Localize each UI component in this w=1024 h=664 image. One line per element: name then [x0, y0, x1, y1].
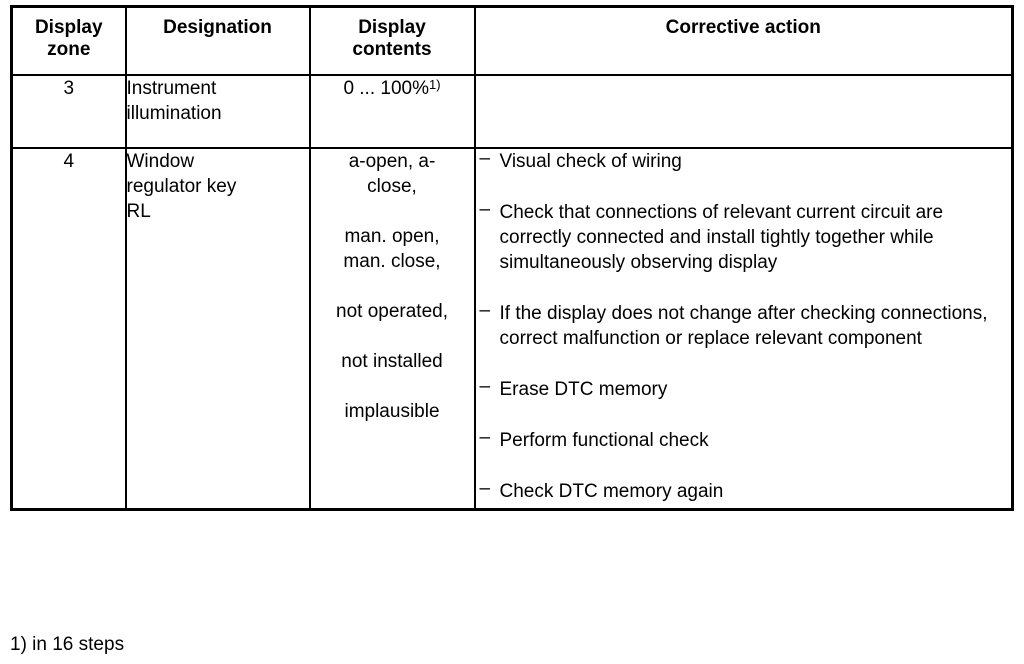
list-item: –If the display does not change after ch…	[476, 299, 1012, 351]
column-header-designation: Designation	[124, 5, 311, 76]
list-item: –Visual check of wiring	[476, 147, 1012, 174]
dash-bullet-icon: –	[479, 299, 491, 321]
dash-bullet-icon: –	[479, 477, 491, 499]
display-contents-line: a-open, a-	[348, 150, 436, 172]
display-contents-line: not operated,	[336, 300, 448, 322]
cell-corrective-action-empty	[473, 73, 1014, 149]
list-item: –Erase DTC memory	[476, 375, 1012, 402]
dash-bullet-icon: –	[479, 426, 491, 448]
table-row: 3 Instrument illumination 0 ... 100%1)	[10, 73, 1014, 149]
column-header-corrective-action-line-1: Corrective action	[665, 17, 821, 38]
display-contents-line: 0 ... 100%1)	[311, 76, 474, 102]
designation-line: illumination	[126, 102, 222, 124]
display-contents-line: implausible	[344, 400, 440, 422]
table-row: 4 Window regulator key RL a-open, a- clo…	[10, 146, 1014, 510]
display-contents-line: close,	[367, 175, 417, 197]
cell-display-zone: 4	[10, 146, 127, 510]
table-footnote: 1) in 16 steps	[10, 634, 125, 655]
table-body: 3 Instrument illumination 0 ... 100%1) 4…	[10, 73, 1014, 510]
list-item-text: Check that connections of relevant curre…	[499, 201, 944, 273]
list-item: –Check that connections of relevant curr…	[476, 198, 1012, 275]
header-row: Display zone Designation Display content…	[10, 5, 1014, 76]
column-header-display-contents-line-1: Display	[358, 17, 426, 38]
display-contents-value: 0 ... 100%	[343, 77, 429, 99]
list-item-text: Visual check of wiring	[499, 150, 682, 172]
column-header-display-zone-line-2: zone	[47, 39, 91, 60]
column-header-corrective-action: Corrective action	[473, 5, 1014, 76]
cell-display-zone: 3	[10, 73, 127, 149]
table-header: Display zone Designation Display content…	[10, 5, 1014, 76]
dash-bullet-icon: –	[479, 198, 491, 220]
cell-designation: Window regulator key RL	[124, 146, 311, 510]
column-header-display-zone: Display zone	[10, 5, 127, 76]
list-item: –Perform functional check	[476, 426, 1012, 453]
list-item-text: If the display does not change after che…	[499, 302, 988, 349]
designation-line: RL	[126, 200, 151, 222]
column-header-display-contents-line-2: contents	[352, 39, 432, 60]
display-contents-line: man. open,	[344, 225, 440, 247]
list-item: –Check DTC memory again	[476, 477, 1012, 504]
cell-corrective-action: –Visual check of wiring –Check that conn…	[473, 146, 1014, 510]
dash-bullet-icon: –	[479, 147, 491, 169]
cell-display-contents: a-open, a- close, man. open, man. close,…	[308, 146, 476, 510]
cell-designation: Instrument illumination	[124, 73, 311, 149]
display-contents-line: man. close,	[343, 250, 441, 272]
dash-bullet-icon: –	[479, 375, 491, 397]
designation-line: Window	[126, 150, 195, 172]
designation-line: regulator key	[126, 175, 237, 197]
spacer	[311, 324, 474, 349]
column-header-designation-line-1: Designation	[163, 17, 272, 38]
display-zone-table: Display zone Designation Display content…	[10, 5, 1014, 511]
spacer	[311, 374, 474, 399]
footnote-marker: 1)	[429, 76, 441, 92]
list-item-text: Erase DTC memory	[499, 378, 668, 400]
corrective-action-list: –Visual check of wiring –Check that conn…	[476, 147, 1012, 504]
column-header-display-zone-line-1: Display	[34, 17, 103, 38]
list-item-text: Perform functional check	[499, 429, 709, 451]
spacer	[311, 199, 474, 224]
display-contents-line: not installed	[341, 350, 443, 372]
designation-line: Instrument	[126, 77, 217, 99]
column-header-display-contents: Display contents	[308, 5, 476, 76]
spec-table-container: Display zone Designation Display content…	[10, 5, 1014, 511]
spacer	[311, 274, 474, 299]
list-item-text: Check DTC memory again	[499, 480, 724, 502]
cell-display-contents: 0 ... 100%1)	[308, 73, 476, 149]
